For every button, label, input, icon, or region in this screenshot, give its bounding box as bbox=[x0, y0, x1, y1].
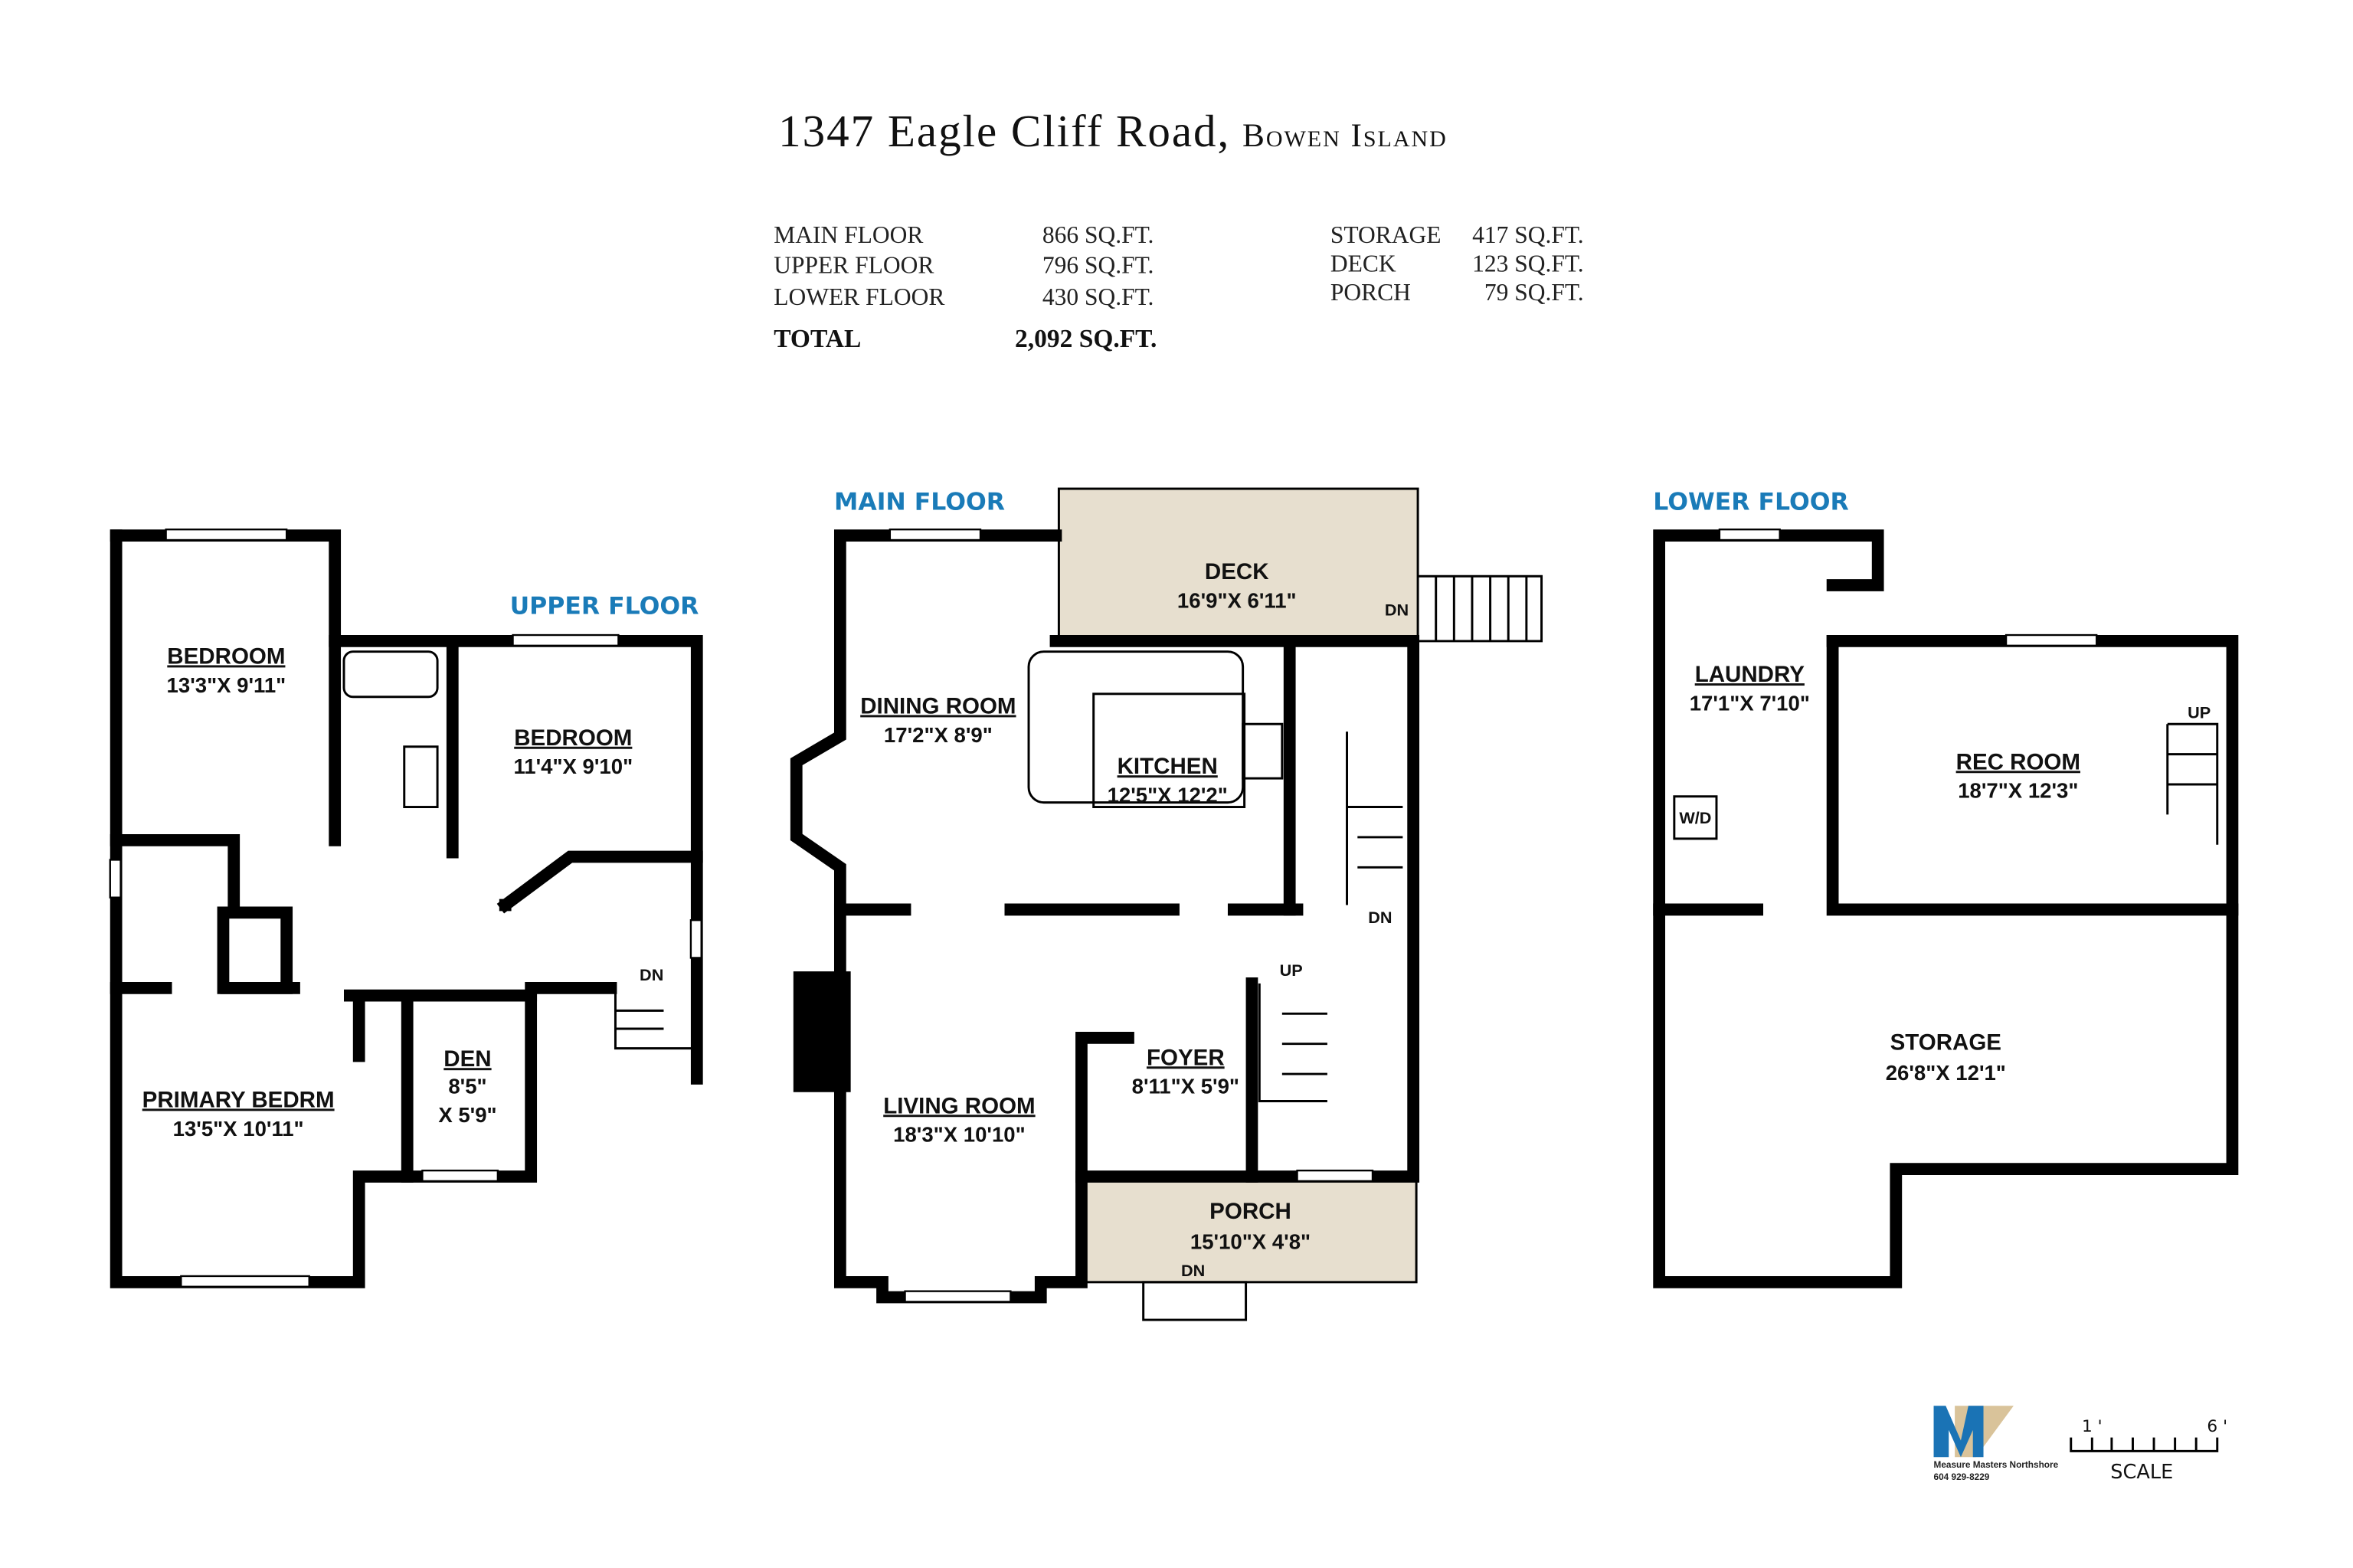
area-value: 79 SQ.FT. bbox=[1484, 279, 1584, 306]
lower-floor-plan: LOWER FLOOR W/D UP LAUNDRY 17'1"X 7'10" … bbox=[1653, 489, 2239, 1288]
company-logo: Measure Masters Northshore 604 929-8229 bbox=[1933, 1406, 2059, 1482]
stair-down-label: DN bbox=[1385, 600, 1409, 619]
area-value: 417 SQ.FT. bbox=[1472, 221, 1584, 248]
area-label: UPPER FLOOR bbox=[774, 251, 934, 278]
stair-up-label: UP bbox=[1280, 961, 1303, 980]
stair-down-label: DN bbox=[640, 965, 663, 984]
room-name: BEDROOM bbox=[514, 725, 632, 751]
deck-area bbox=[1057, 487, 1419, 643]
stair-down-label: DN bbox=[1181, 1261, 1205, 1280]
scale-label: SCALE bbox=[2110, 1461, 2173, 1484]
room-dimensions: 18'7"X 12'3" bbox=[1958, 779, 2078, 803]
room-name: KITCHEN bbox=[1118, 754, 1218, 779]
main-floor-plan: MAIN FLOOR DECK 16'9"X 6'11" DN DINING R… bbox=[790, 487, 1543, 1321]
room-name: BEDROOM bbox=[167, 643, 285, 669]
room-dimensions: 12'5"X 12'2" bbox=[1108, 784, 1228, 807]
area-value: 123 SQ.FT. bbox=[1472, 250, 1584, 277]
room-name: DECK bbox=[1205, 559, 1269, 584]
area-label: LOWER FLOOR bbox=[774, 283, 944, 310]
stair-down-label: DN bbox=[1368, 908, 1392, 927]
company-phone: 604 929-8229 bbox=[1934, 1471, 1990, 1482]
room-name: PORCH bbox=[1209, 1199, 1291, 1224]
room-name: DEN bbox=[443, 1046, 491, 1072]
scale-end: 6 ' bbox=[2207, 1417, 2227, 1436]
scale-bar: 1 ' 6 ' SCALE bbox=[2070, 1417, 2227, 1484]
room-name: DINING ROOM bbox=[860, 693, 1016, 719]
locality: Bowen Island bbox=[1242, 117, 1448, 154]
washer-dryer-label: W/D bbox=[1679, 808, 1711, 827]
room-dimensions: X 5'9" bbox=[438, 1103, 496, 1127]
room-dimensions: 8'5" bbox=[448, 1075, 486, 1098]
porch-area bbox=[1080, 1175, 1418, 1284]
room-dimensions: 11'4"X 9'10" bbox=[513, 755, 633, 778]
total-label: TOTAL bbox=[774, 325, 861, 353]
room-name: STORAGE bbox=[1890, 1030, 2001, 1056]
room-name: LIVING ROOM bbox=[883, 1093, 1035, 1118]
room-name: REC ROOM bbox=[1956, 749, 2080, 774]
area-label: MAIN FLOOR bbox=[774, 221, 923, 248]
room-dimensions: 16'9"X 6'11" bbox=[1177, 589, 1297, 613]
room-dimensions: 18'3"X 10'10" bbox=[893, 1123, 1026, 1147]
area-value: 796 SQ.FT. bbox=[1042, 251, 1154, 278]
area-label: STORAGE bbox=[1330, 221, 1442, 248]
room-dimensions: 13'3"X 9'11" bbox=[167, 673, 286, 697]
upper-floor-plan: UPPER FLOOR DN BEDROOM 13'3"X 9'11" BEDR… bbox=[109, 529, 703, 1288]
area-label: PORCH bbox=[1330, 279, 1411, 306]
floor-label: UPPER FLOOR bbox=[510, 592, 699, 620]
room-name: PRIMARY BEDRM bbox=[142, 1087, 335, 1112]
address: 1347 Eagle Cliff Road, bbox=[778, 106, 1230, 156]
scale-start: 1 ' bbox=[2082, 1417, 2103, 1436]
area-value: 866 SQ.FT. bbox=[1042, 221, 1154, 248]
floor-label: MAIN FLOOR bbox=[834, 489, 1005, 516]
room-dimensions: 17'1"X 7'10" bbox=[1690, 692, 1810, 715]
plan-title: 1347 Eagle Cliff Road, Bowen Island bbox=[778, 106, 1448, 156]
room-name: LAUNDRY bbox=[1695, 662, 1805, 687]
room-name: FOYER bbox=[1147, 1045, 1225, 1070]
area-table: MAIN FLOOR 866 SQ.FT. UPPER FLOOR 796 SQ… bbox=[774, 221, 1583, 353]
floor-label: LOWER FLOOR bbox=[1653, 489, 1849, 516]
total-value: 2,092 SQ.FT. bbox=[1015, 325, 1157, 353]
company-name: Measure Masters Northshore bbox=[1934, 1459, 2059, 1470]
room-dimensions: 26'8"X 12'1" bbox=[1886, 1061, 2006, 1085]
room-dimensions: 15'10"X 4'8" bbox=[1190, 1230, 1311, 1254]
area-label: DECK bbox=[1330, 250, 1396, 277]
area-value: 430 SQ.FT. bbox=[1042, 283, 1154, 310]
stair-up-label: UP bbox=[2188, 702, 2211, 722]
room-dimensions: 17'2"X 8'9" bbox=[884, 723, 993, 747]
room-dimensions: 8'11"X 5'9" bbox=[1132, 1075, 1239, 1098]
room-dimensions: 13'5"X 10'11" bbox=[173, 1117, 304, 1141]
